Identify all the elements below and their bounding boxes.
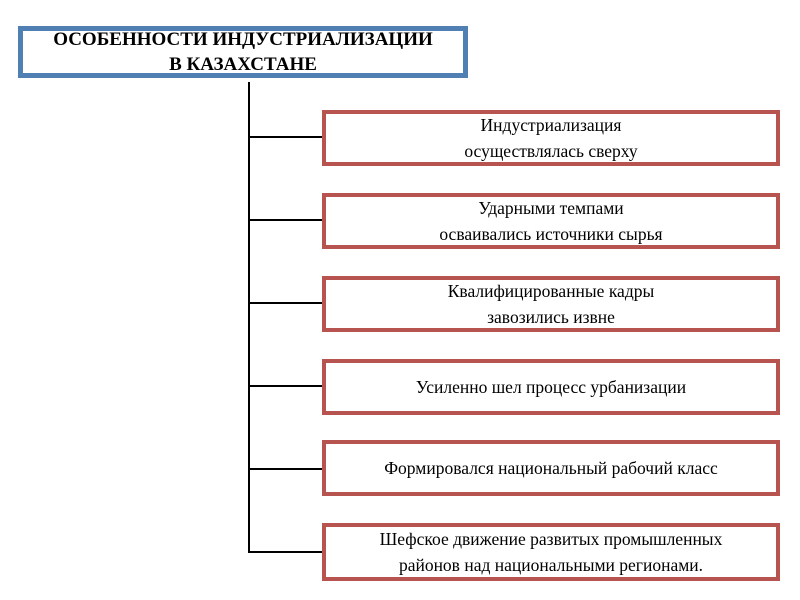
feature-box-3: Квалифицированные кадры завозились извне (322, 276, 780, 332)
feature-1-line-1: Индустриализация (480, 115, 622, 135)
feature-6-line-1: Шефское движение развитых промышленных (379, 529, 723, 549)
feature-box-6: Шефское движение развитых промышленных р… (322, 523, 780, 581)
diagram-title: ОСОБЕННОСТИ ИНДУСТРИАЛИЗАЦИИ В КАЗАХСТАН… (18, 26, 468, 78)
feature-2-line-1: Ударными темпами (478, 198, 624, 218)
feature-box-5: Формировался национальный рабочий класс (322, 440, 780, 496)
connector-branch-5 (248, 468, 323, 470)
connector-trunk (248, 82, 250, 553)
title-line-1: ОСОБЕННОСТИ ИНДУСТРИАЛИЗАЦИИ (53, 29, 433, 50)
feature-2-line-2: осваивались источники сырья (439, 224, 663, 244)
connector-branch-3 (248, 302, 323, 304)
feature-box-4: Усиленно шел процесс урбанизации (322, 359, 780, 415)
feature-6-line-2: районов над национальными регионами. (398, 555, 704, 575)
feature-box-2: Ударными темпами осваивались источники с… (322, 193, 780, 249)
feature-4-line-1: Усиленно шел процесс урбанизации (415, 377, 687, 397)
feature-1-line-2: осуществлялась сверху (464, 141, 638, 161)
feature-5-line-1: Формировался национальный рабочий класс (384, 458, 718, 478)
feature-box-1: Индустриализация осуществлялась сверху (322, 110, 780, 166)
connector-branch-4 (248, 385, 323, 387)
connector-branch-2 (248, 219, 323, 221)
connector-branch-1 (248, 136, 323, 138)
title-line-2: В КАЗАХСТАНЕ (169, 54, 317, 75)
feature-3-line-1: Квалифицированные кадры (447, 281, 655, 301)
connector-branch-6 (248, 551, 323, 553)
feature-3-line-2: завозились извне (487, 307, 615, 327)
